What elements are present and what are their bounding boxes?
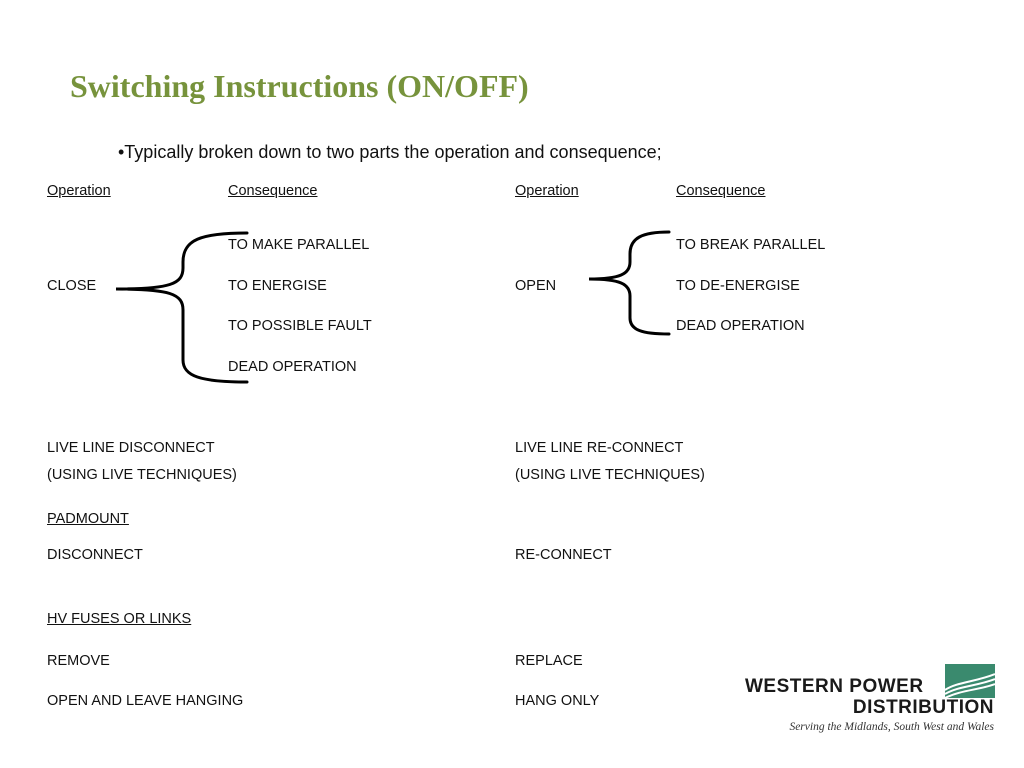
logo-tagline: Serving the Midlands, South West and Wal… <box>789 721 994 733</box>
padmount-reconnect: RE-CONNECT <box>515 547 612 563</box>
right-consequence-header: Consequence <box>676 183 766 199</box>
padmount-heading: PADMOUNT <box>47 511 129 527</box>
hv-fuses-hang-only: HANG ONLY <box>515 693 600 709</box>
right-brace <box>588 230 671 336</box>
logo-wave-icon <box>945 664 995 698</box>
hv-fuses-remove: REMOVE <box>47 653 110 669</box>
hv-fuses-heading: HV FUSES OR LINKS <box>47 611 192 627</box>
left-consequence-header: Consequence <box>228 183 318 199</box>
open-operation: OPEN <box>515 278 557 294</box>
intro-bullet: •Typically broken down to two parts the … <box>118 142 662 162</box>
close-operation: CLOSE <box>47 278 97 294</box>
logo-line1: WESTERN POWER <box>745 676 924 697</box>
company-logo: WESTERN POWER DISTRIBUTION Serving the M… <box>745 664 997 738</box>
open-consequence: TO BREAK PARALLEL <box>676 237 826 253</box>
hv-fuses-replace: REPLACE <box>515 653 583 669</box>
slide-title: Switching Instructions (ON/OFF) <box>70 68 529 104</box>
close-consequence: TO MAKE PARALLEL <box>228 237 370 253</box>
live-line-disconnect-note: (USING LIVE TECHNIQUES) <box>47 467 237 483</box>
logo-line2: DISTRIBUTION <box>852 697 994 718</box>
live-line-disconnect: LIVE LINE DISCONNECT <box>47 440 215 456</box>
open-consequence: TO DE-ENERGISE <box>676 278 800 294</box>
hv-fuses-open-hanging: OPEN AND LEAVE HANGING <box>47 693 244 709</box>
close-consequence: TO POSSIBLE FAULT <box>228 318 372 334</box>
live-line-reconnect: LIVE LINE RE-CONNECT <box>515 440 684 456</box>
open-consequence: DEAD OPERATION <box>676 318 805 334</box>
live-line-reconnect-note: (USING LIVE TECHNIQUES) <box>515 467 705 483</box>
close-consequence: TO ENERGISE <box>228 278 327 294</box>
padmount-disconnect: DISCONNECT <box>47 547 143 563</box>
close-consequence: DEAD OPERATION <box>228 359 357 375</box>
left-operation-header: Operation <box>47 183 111 199</box>
right-operation-header: Operation <box>515 183 579 199</box>
